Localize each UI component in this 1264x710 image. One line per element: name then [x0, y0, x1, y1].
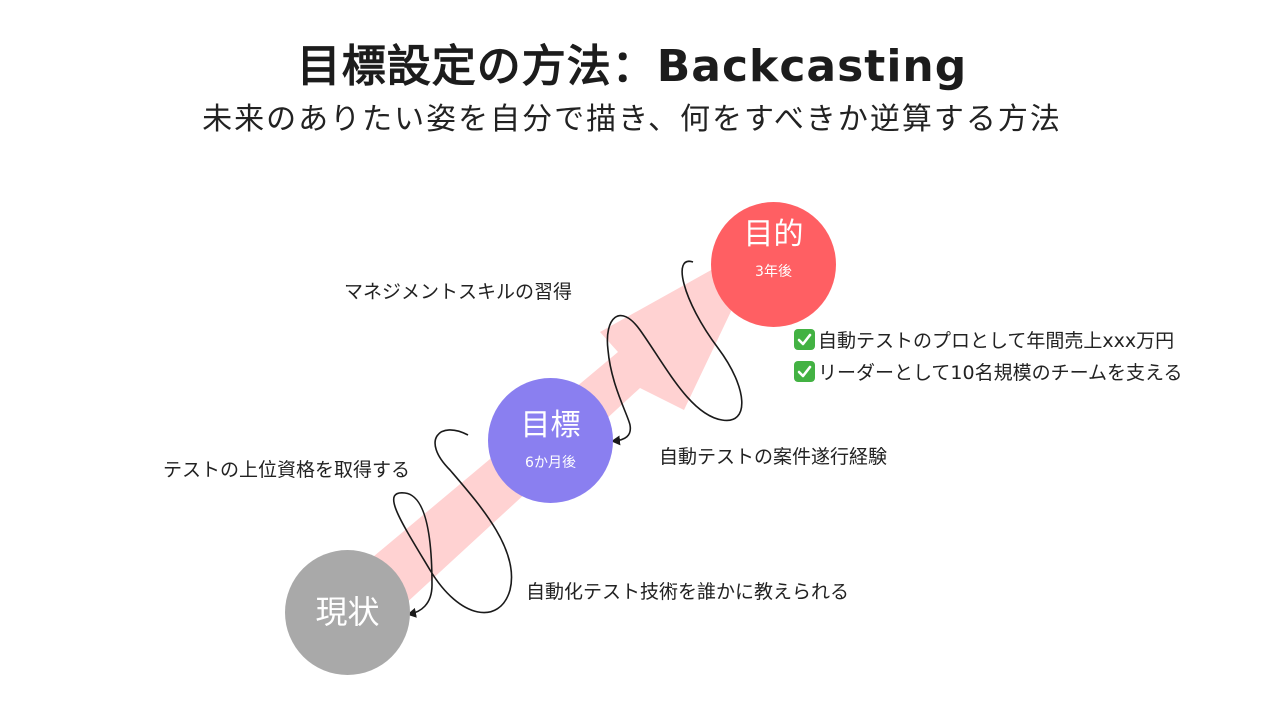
node-purpose-label: 目的 [743, 217, 804, 252]
page-subtitle: 未来のありたい姿を自分で描き、何をすべきか逆算する方法 [202, 102, 1062, 137]
purpose-check-text: リーダーとして10名規模のチームを支える [818, 361, 1183, 384]
loop-path-current-to-goal [393, 429, 513, 618]
node-purpose-timeframe: 3年後 [755, 264, 792, 280]
check-mark-icon [794, 328, 815, 350]
step-label-test-certification: テストの上位資格を取得する [163, 459, 411, 481]
page-title: 目標設定の方法：Backcasting [296, 41, 968, 92]
step-label-teach-automation: 自動化テスト技術を誰かに教えられる [526, 581, 850, 603]
node-purpose: 目的 3年後 [711, 202, 836, 327]
node-goal-label: 目標 [520, 408, 581, 443]
purpose-check-item: 自動テストのプロとして年間売上xxx万円 [794, 323, 1182, 355]
check-mark-icon [794, 360, 815, 382]
node-current: 現状 [285, 550, 410, 675]
step-label-management: マネジメントスキルの習得 [344, 281, 573, 303]
node-current-label: 現状 [315, 592, 380, 631]
step-label-automation-projects: 自動テストの案件遂行経験 [659, 446, 888, 468]
node-goal-timeframe: 6か月後 [525, 455, 576, 471]
loop-path-goal-to-purpose [606, 260, 743, 446]
purpose-check-text: 自動テストのプロとして年間売上xxx万円 [818, 329, 1175, 352]
purpose-check-list: 自動テストのプロとして年間売上xxx万円 リーダーとして10名規模のチームを支え… [794, 323, 1182, 387]
purpose-check-item: リーダーとして10名規模のチームを支える [794, 355, 1182, 387]
node-goal: 目標 6か月後 [488, 378, 613, 503]
